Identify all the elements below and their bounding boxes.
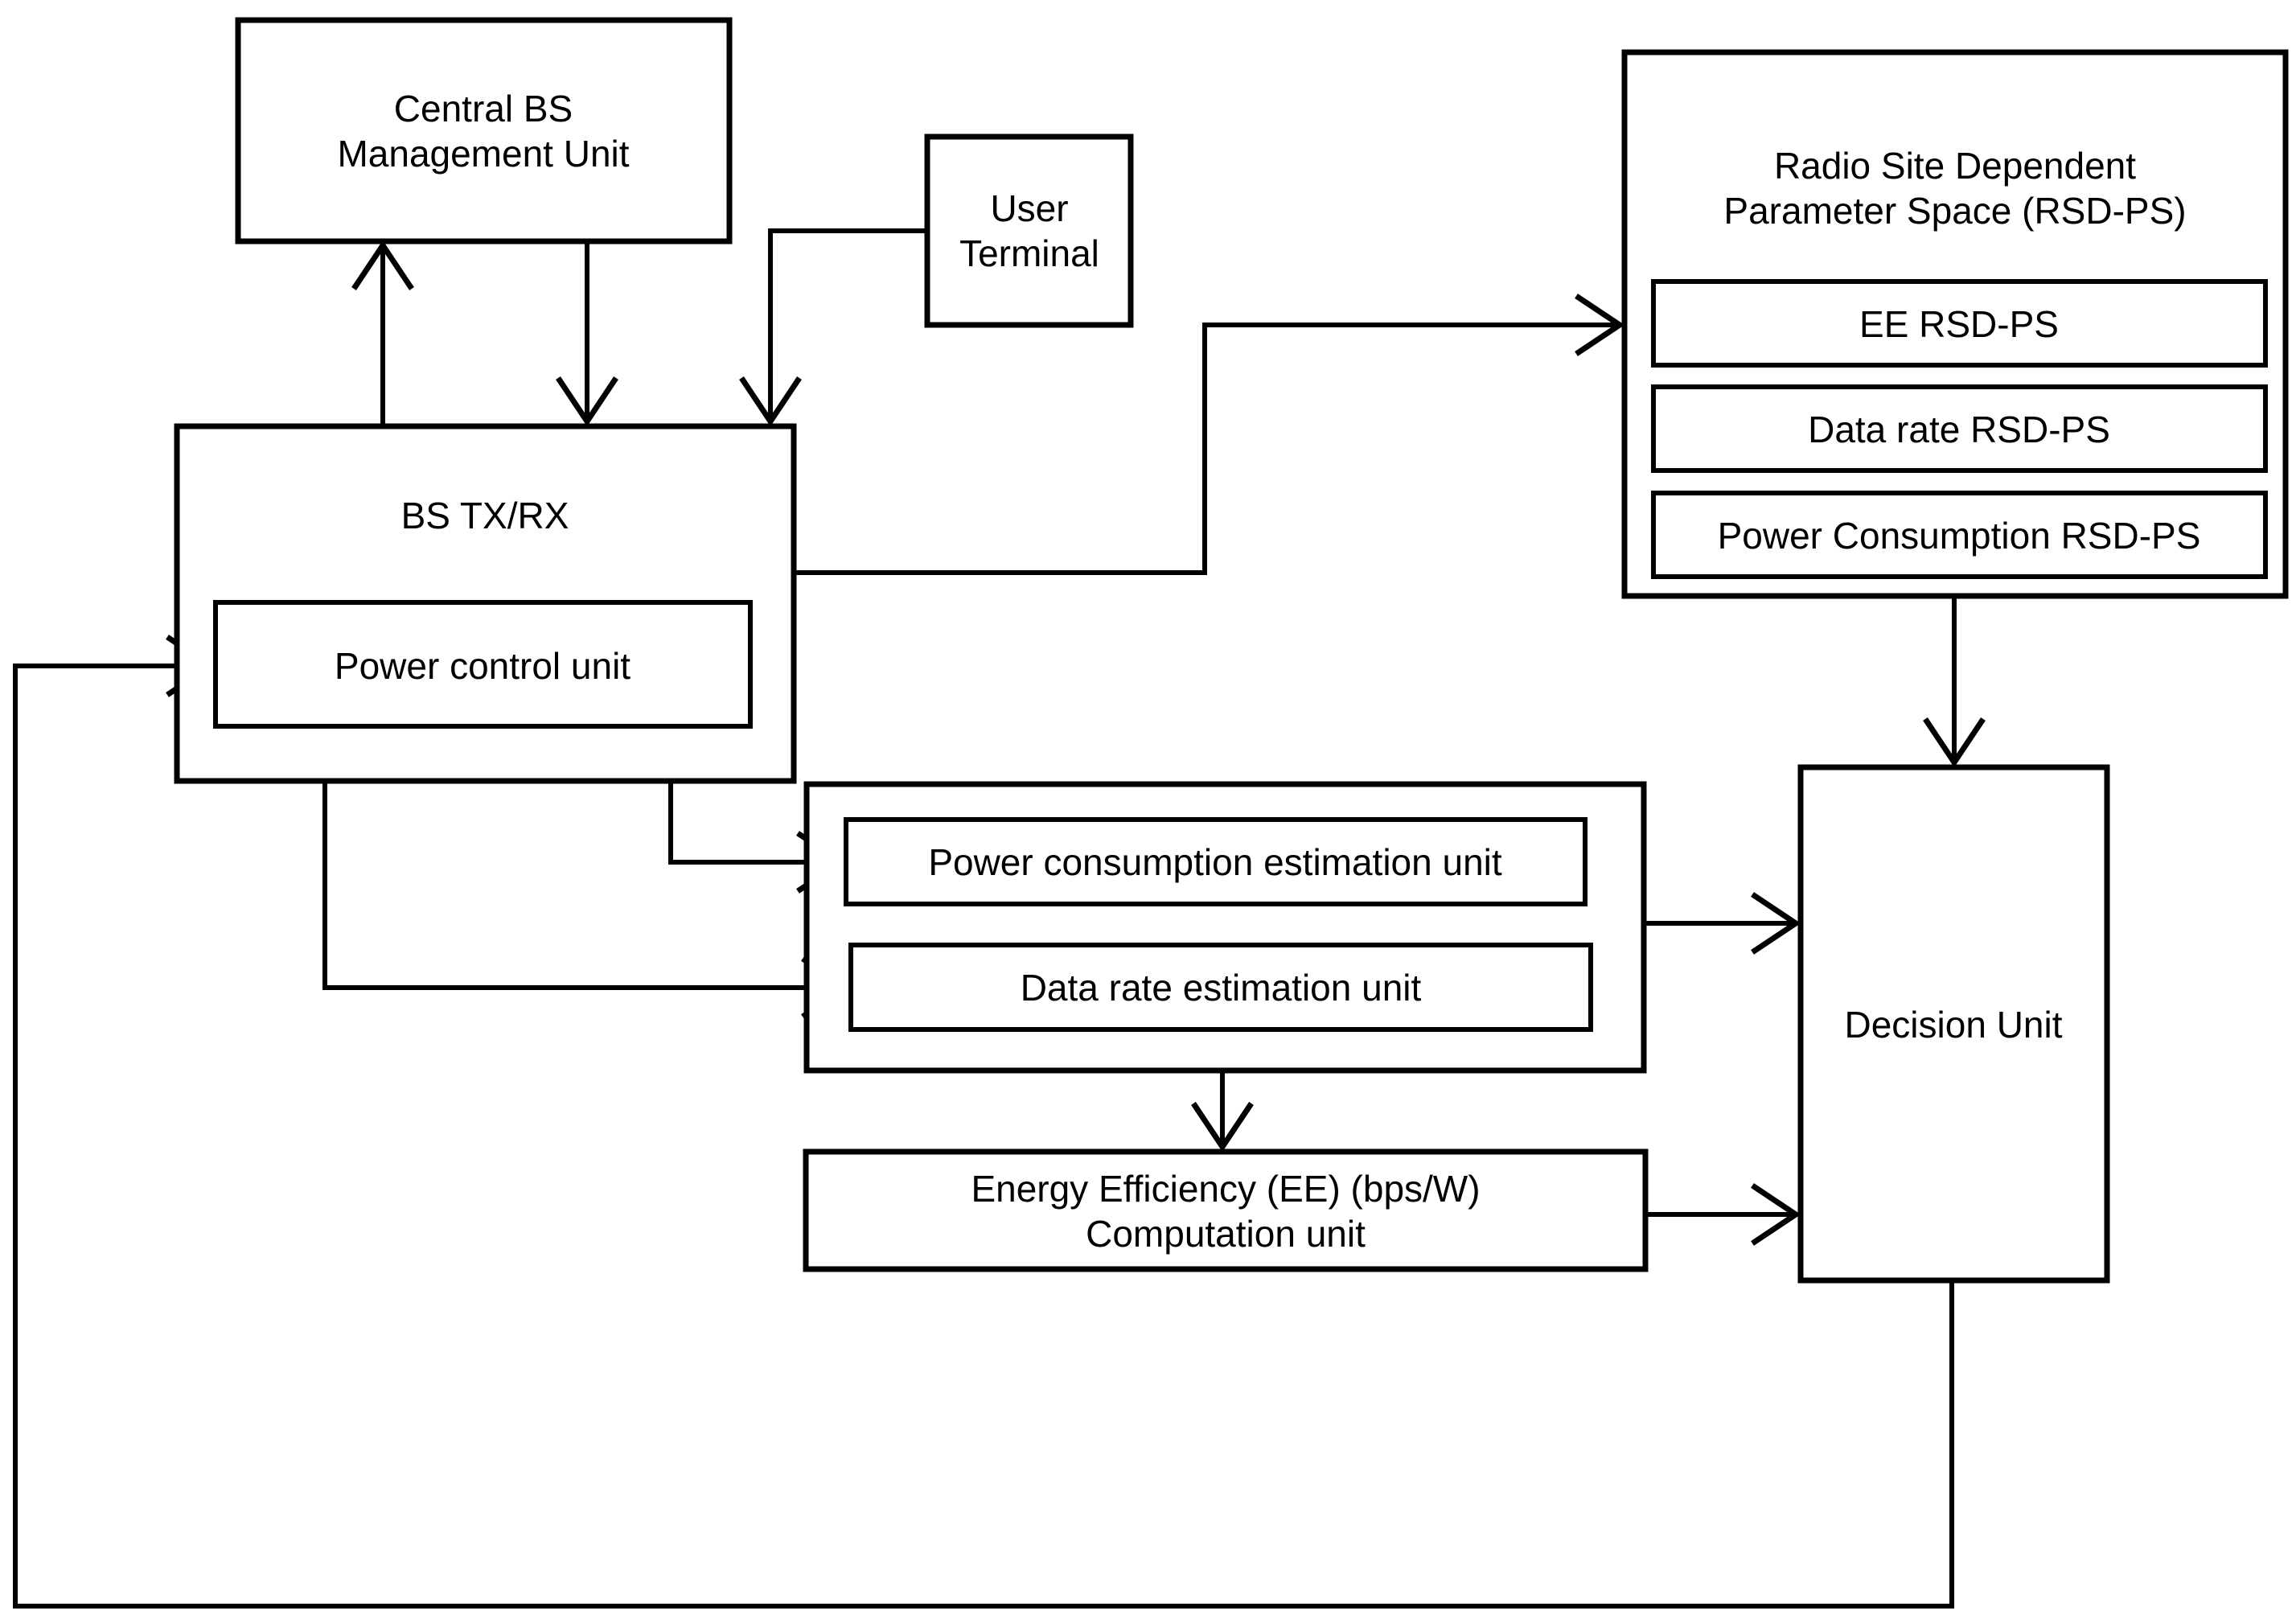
power-consumption-estimation-label: Power consumption estimation unit: [928, 841, 1502, 883]
edge-bstxrx-to-data-rate-estimation: [322, 781, 852, 1019]
user-terminal-box: [924, 134, 1134, 328]
central-bs-box: [235, 17, 733, 244]
rsdps-title-line1: Radio Site Dependent: [1774, 145, 2136, 187]
node-central-bs-management-unit: Central BS Management Unit: [235, 17, 733, 244]
decision-unit-box: [1797, 764, 2110, 1284]
edge-bstxrx-to-rsdps: [794, 294, 1625, 575]
user-terminal-label-line1: User: [990, 187, 1068, 229]
power-consumption-rsdps-box: [1651, 491, 2268, 579]
decision-unit-label: Decision Unit: [1845, 1004, 2063, 1046]
central-bs-label-line1: Central BS: [394, 88, 573, 129]
power-control-unit-box: [213, 600, 753, 729]
power-consumption-rsdps-label: Power Consumption RSD-PS: [1718, 515, 2201, 557]
node-ee-computation-unit: Energy Efficiency (EE) (bps/W) Computati…: [803, 1148, 1649, 1272]
data-rate-estimation-box: [848, 943, 1593, 1032]
rsdps-title-line2: Parameter Space (RSD-PS): [1723, 190, 2186, 232]
node-user-terminal: User Terminal: [924, 134, 1134, 328]
user-terminal-label-line2: Terminal: [959, 232, 1099, 274]
power-control-unit-label: Power control unit: [335, 645, 630, 687]
bs-txrx-label: BS TX/RX: [401, 495, 569, 536]
node-bs-txrx: BS TX/RX Power control unit: [174, 423, 797, 784]
node-decision-unit: Decision Unit: [1797, 764, 2110, 1284]
data-rate-rsdps-box: [1651, 384, 2268, 473]
edge-bstxrx-to-power-consumption-estimation: [668, 781, 847, 894]
ee-rsdps-box: [1651, 279, 2268, 368]
data-rate-estimation-label: Data rate estimation unit: [1021, 967, 1422, 1009]
ee-computation-label-line1: Energy Efficiency (EE) (bps/W): [971, 1168, 1480, 1210]
power-consumption-estimation-box: [844, 817, 1587, 906]
data-rate-rsdps-label: Data rate RSD-PS: [1808, 409, 2110, 450]
ee-rsdps-label: EE RSD-PS: [1859, 303, 2059, 345]
edge-decision-unit-feedback-to-power-control: [13, 635, 1954, 1609]
edges: [13, 228, 1986, 1609]
ee-computation-label-line2: Computation unit: [1086, 1213, 1366, 1255]
node-estimation-container: Power consumption estimation unit Data r…: [803, 781, 1647, 1074]
ee-computation-box: [803, 1148, 1649, 1272]
edge-user-terminal-to-bstxrx: [739, 228, 927, 427]
node-rsdps: Radio Site Dependent Parameter Space (RS…: [1621, 49, 2289, 599]
central-bs-label-line2: Management Unit: [337, 133, 629, 175]
